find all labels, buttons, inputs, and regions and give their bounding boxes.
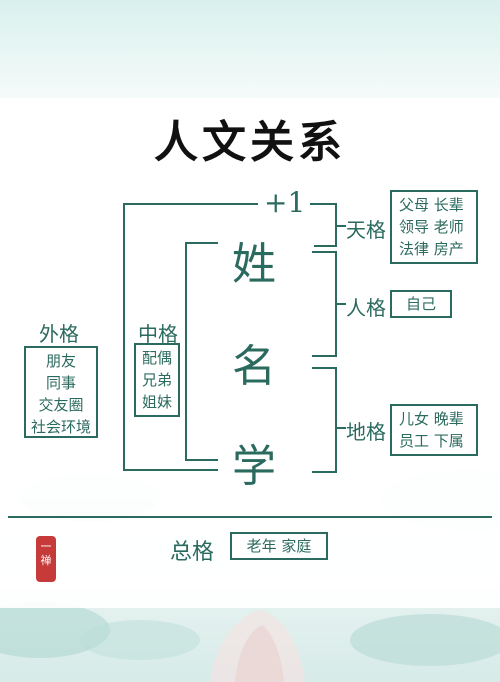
wai-ge-line: 朋友 [45,352,76,370]
tian-ge-line: 法律 房产 [399,240,464,258]
zhong-ge-line: 兄弟 [141,371,172,389]
wai-ge-line: 交友圈 [38,396,84,414]
plus-one-marker: +1 [264,186,306,219]
wai-ge-line: 社会环境 [30,418,91,436]
ren-ge-box: 自己 [390,290,452,318]
wai-ge-label: 外格 [39,322,79,346]
zhong-ge-label: 中格 [138,322,178,346]
zong-ge-label: 总格 [170,540,215,565]
page-title: 人文关系 [154,117,346,168]
name-char-given: 名 [232,341,276,392]
tian-ge-line: 父母 长辈 [399,196,464,214]
wai-ge-line: 同事 [45,374,76,392]
tian-ge-line: 领导 老师 [399,218,464,236]
tian-ge-box: 父母 长辈 领导 老师 法律 房产 [390,190,478,264]
di-ge-line: 员工 下属 [399,432,464,450]
di-ge-label: 地格 [346,420,386,444]
zhong-ge-line: 配偶 [141,349,172,367]
name-char-study: 学 [232,441,276,492]
zhong-ge-box: 配偶 兄弟 姐妹 [134,343,180,417]
di-ge-box: 儿女 晚辈 员工 下属 [390,404,478,456]
seal-stamp: 一禅 [36,536,56,582]
ren-ge-label: 人格 [346,296,386,320]
wai-ge-box: 朋友 同事 交友圈 社会环境 [24,346,98,438]
tian-ge-label: 天格 [346,218,386,242]
zong-ge-box: 老年 家庭 [230,532,328,560]
di-ge-line: 儿女 晚辈 [399,410,464,428]
zong-ge-line: 老年 家庭 [246,537,312,555]
name-char-surname: 姓 [232,239,276,290]
ren-ge-line: 自己 [405,295,436,313]
zhong-ge-line: 姐妹 [141,393,172,411]
sky-background [0,0,500,100]
